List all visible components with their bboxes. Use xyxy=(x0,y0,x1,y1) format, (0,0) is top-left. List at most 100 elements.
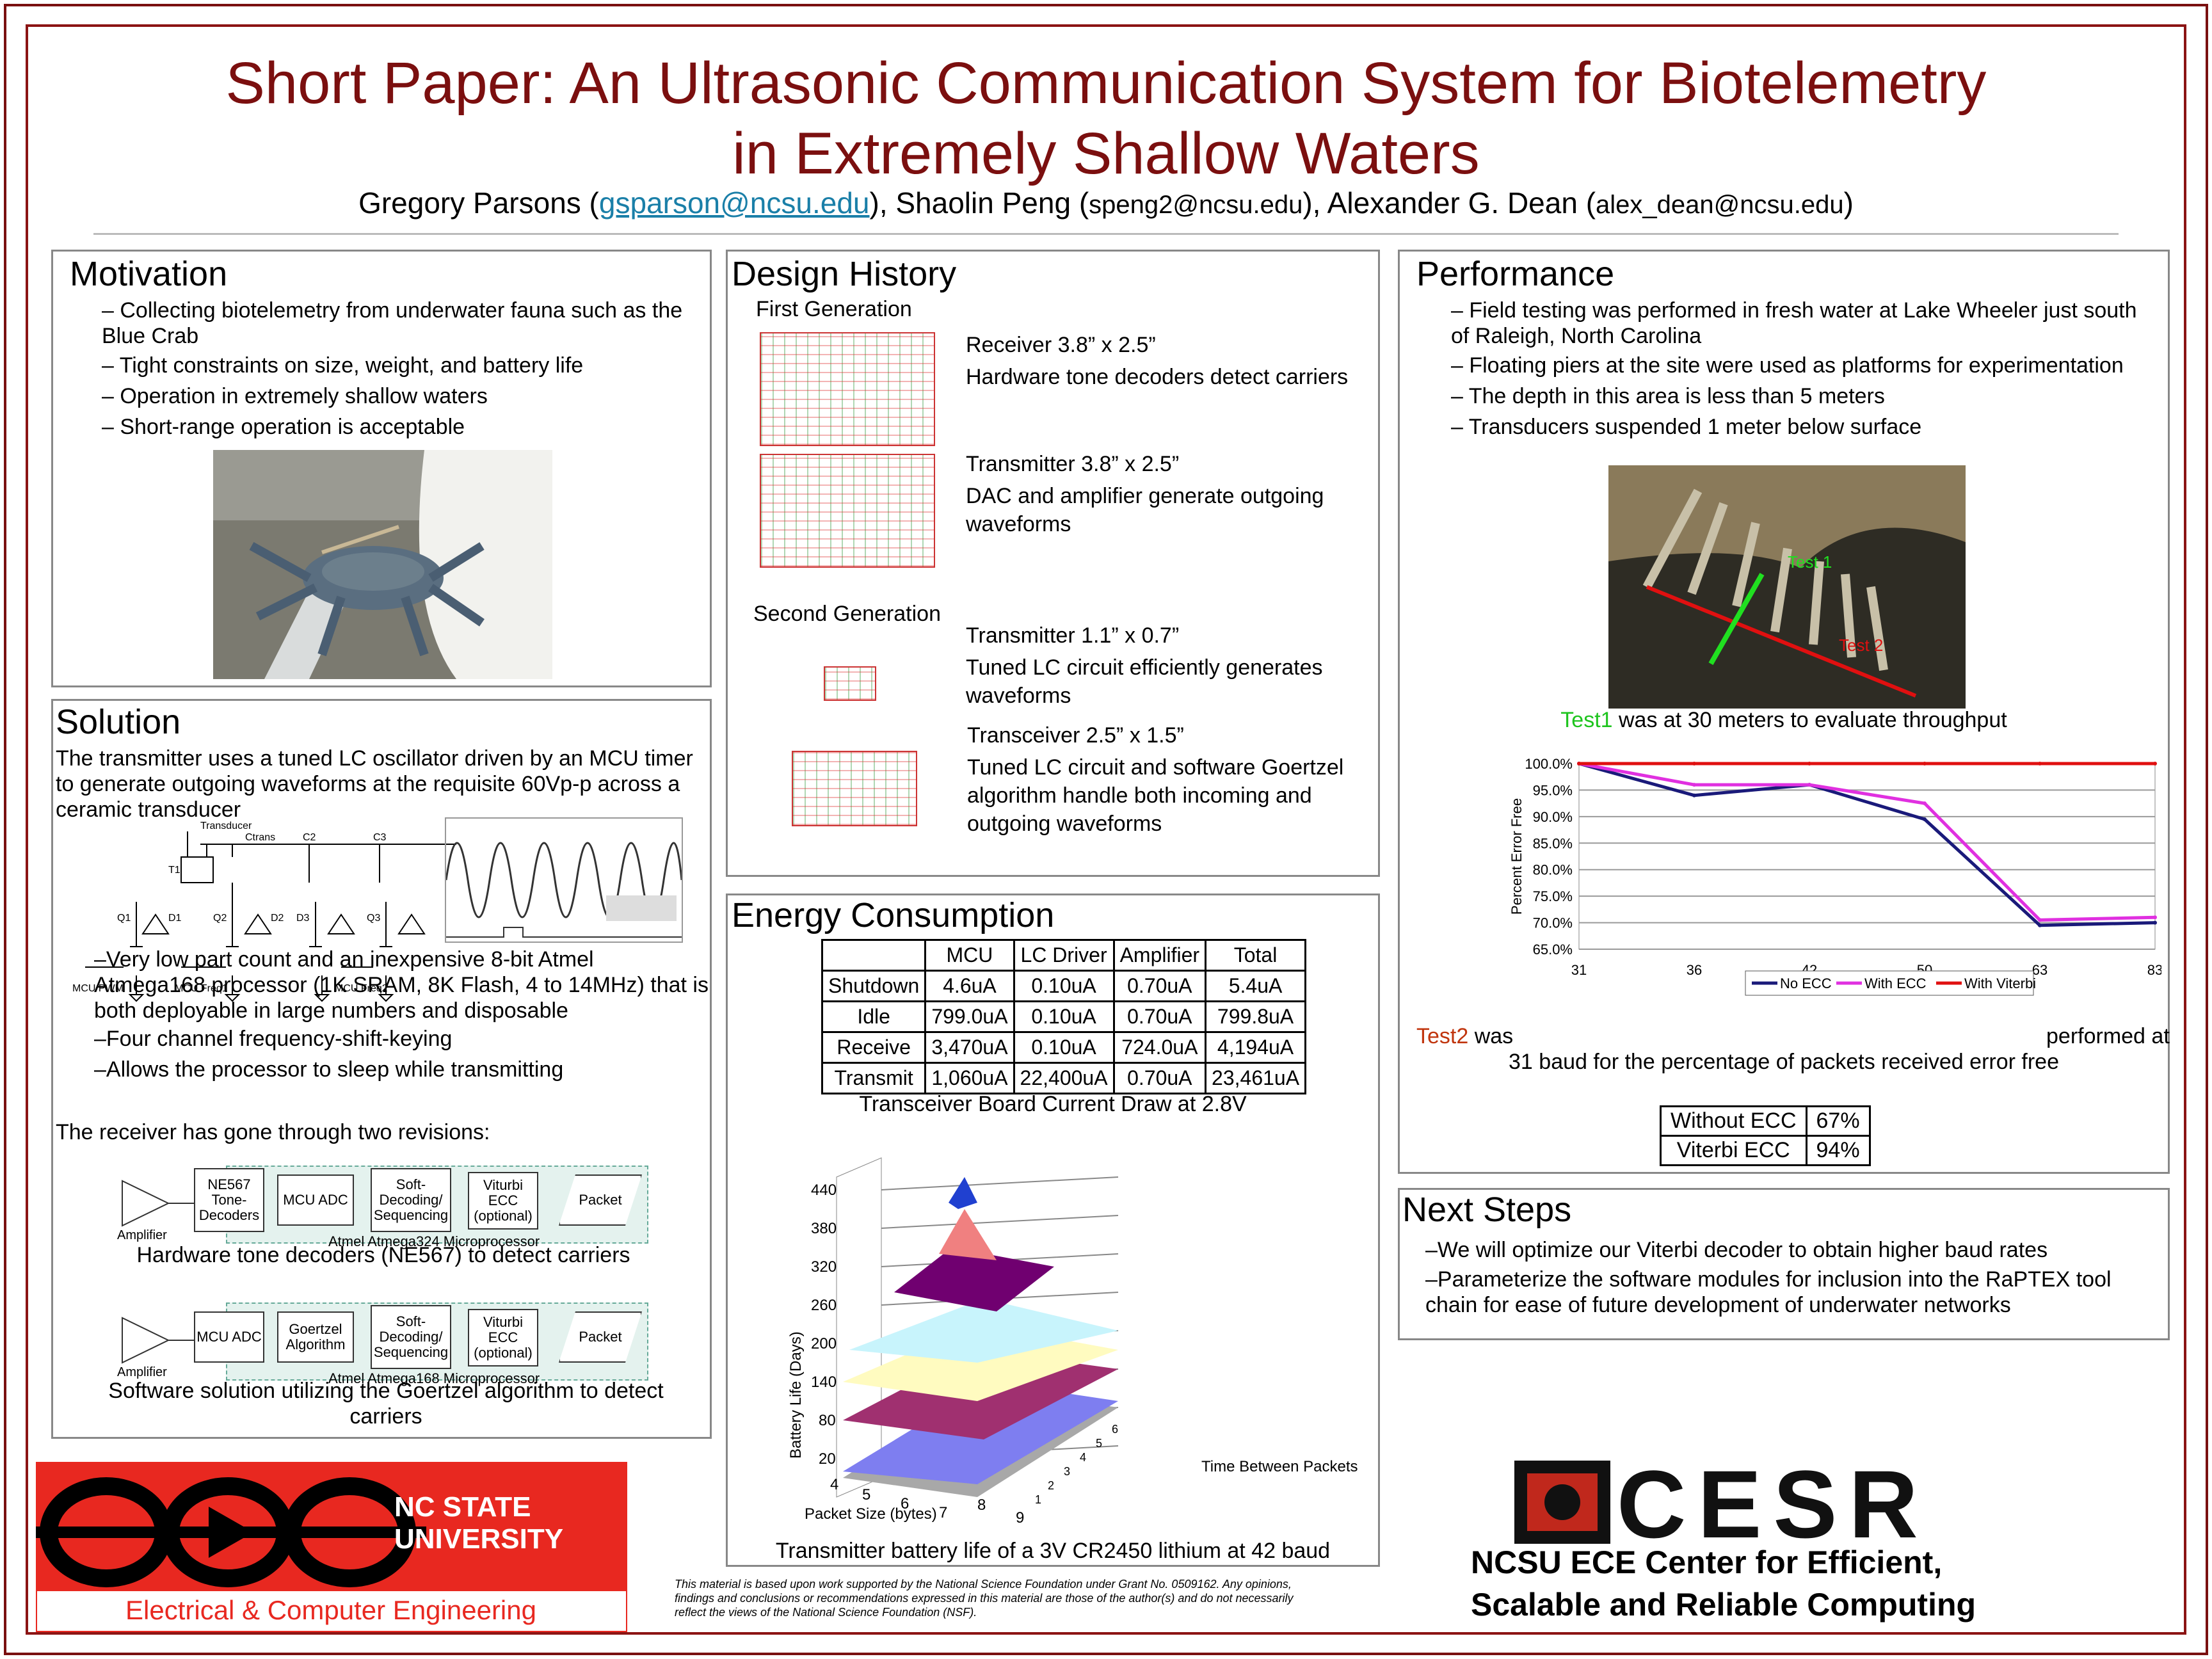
data-point xyxy=(1807,783,1811,787)
amplifier-label: Amplifier xyxy=(117,1365,167,1379)
test1-caption: Test1 was at 30 meters to evaluate throu… xyxy=(1560,708,2007,732)
svg-text:320: 320 xyxy=(811,1258,837,1276)
surface-zlabel: Time Between Packets (min) xyxy=(1201,1458,1361,1475)
performance-panel: Performance Field testing was performed … xyxy=(1398,250,2170,1174)
schematic-label: T1 xyxy=(168,865,180,876)
svg-text:200: 200 xyxy=(811,1335,837,1352)
svg-text:1: 1 xyxy=(1035,1493,1041,1506)
receiver-diagram-2: MCU ADC Goertzel Algorithm Soft-Decoding… xyxy=(117,1299,655,1388)
motivation-bullet: Tight constraints on size, weight, and b… xyxy=(102,353,697,378)
battery-life-surface-plot: 440 380 320 260 200 140 80 20 4 5 6 7 8 … xyxy=(785,1139,1397,1527)
schematic-label: D1 xyxy=(168,913,182,924)
receiver-intro: The receiver has gone through two revisi… xyxy=(56,1120,490,1144)
schematic-label: Transducer xyxy=(200,821,252,831)
y-tick-label: 85.0% xyxy=(1533,835,1573,851)
transmitter-title: Transmitter 3.8” x 2.5” xyxy=(966,452,1180,476)
performance-bullet: Field testing was performed in fresh wat… xyxy=(1451,298,2155,349)
y-tick-label: 100.0% xyxy=(1525,756,1573,772)
next-steps-panel: Next Steps –We will optimize our Viterbi… xyxy=(1398,1188,2170,1340)
data-point xyxy=(1923,801,1927,806)
energy-heading: Energy Consumption xyxy=(732,896,1055,934)
svg-text:8: 8 xyxy=(977,1496,986,1514)
transceiver-title: Transceiver 2.5” x 1.5” xyxy=(967,723,1184,748)
motivation-heading: Motivation xyxy=(70,255,228,293)
schematic-label: MCU Freq1 xyxy=(175,983,228,994)
cesr-center-name: NCSU ECE Center for Efficient, Scalable … xyxy=(1471,1544,1976,1623)
data-point xyxy=(1692,783,1696,787)
receiver-pcb-image xyxy=(760,332,935,446)
cesr-wordmark: CESR xyxy=(1617,1450,1930,1558)
performance-heading: Performance xyxy=(1416,255,1615,293)
ece-dept-name: Electrical & Computer Engineering xyxy=(125,1595,536,1625)
motivation-bullet: Short-range operation is acceptable xyxy=(102,414,697,440)
transceiver-desc: Tuned LC circuit and software Goertzel a… xyxy=(967,755,1344,836)
viterbi-block: Viturbi ECC (optional) xyxy=(468,1309,538,1366)
motivation-panel: Motivation Collecting biotelemetry from … xyxy=(51,250,712,687)
svg-text:2: 2 xyxy=(1048,1479,1054,1492)
receiver-diagram-1: NE567 Tone-Decoders MCU ADC Soft-Decodin… xyxy=(117,1162,655,1251)
surface-axis-ticks: 440 380 320 260 200 140 80 20 4 5 6 7 8 … xyxy=(811,1182,1118,1527)
schematic-label: D3 xyxy=(296,913,310,924)
data-point xyxy=(2038,923,2042,927)
legend-entry: With Viterbi xyxy=(1964,975,2036,991)
svg-text:6: 6 xyxy=(1112,1423,1118,1436)
cesr-logo: CESR xyxy=(1514,1450,1975,1558)
poster-frame xyxy=(4,4,2208,1655)
svg-text:140: 140 xyxy=(811,1374,837,1391)
performance-bullet: Floating piers at the site were used as … xyxy=(1451,353,2168,378)
design-history-panel: Design History First Generation Receiver… xyxy=(726,250,1380,877)
next-step-bullet: –Parameterize the software modules for i… xyxy=(1425,1267,2112,1317)
mcu-label: Atmel Atmega324 Microprocessor xyxy=(328,1233,540,1249)
solution-heading: Solution xyxy=(56,703,181,741)
y-axis-label: Percent Error Free xyxy=(1509,798,1525,915)
transmitter2-desc: Tuned LC circuit efficiently generates w… xyxy=(966,655,1323,708)
soft-decoding-block: Soft-Decoding/ Sequencing xyxy=(371,1305,451,1369)
email-link-1[interactable]: gsparson@ncsu.edu xyxy=(598,186,870,220)
next-steps-heading: Next Steps xyxy=(1402,1190,1572,1229)
data-point xyxy=(2038,762,2042,765)
schematic-label: D2 xyxy=(271,913,284,924)
y-tick-label: 95.0% xyxy=(1533,782,1573,798)
svg-text:380: 380 xyxy=(811,1220,837,1237)
schematic-label: C3 xyxy=(373,832,387,843)
data-point xyxy=(1692,793,1696,797)
legend-box xyxy=(1745,970,2034,996)
y-tick-label: 65.0% xyxy=(1533,942,1573,958)
viterbi-block: Viturbi ECC (optional) xyxy=(468,1172,538,1230)
svg-text:5: 5 xyxy=(862,1486,870,1503)
waveform-scope xyxy=(445,817,683,943)
surface-xlabel: Packet Size (bytes) xyxy=(805,1505,937,1523)
svg-text:4: 4 xyxy=(830,1476,838,1493)
motivation-bullet: Operation in extremely shallow waters xyxy=(102,383,697,409)
energy-panel: Energy Consumption MCU LC Driver Amplifi… xyxy=(726,894,1397,1567)
data-point xyxy=(2038,918,2042,922)
plot-area xyxy=(1578,763,2156,950)
small-transmitter-pcb-image xyxy=(824,666,876,701)
legend-entry: No ECC xyxy=(1780,975,1832,991)
next-step-bullet: –We will optimize our Viterbi decoder to… xyxy=(1425,1238,2048,1262)
y-tick-label: 90.0% xyxy=(1533,809,1573,825)
test2-caption-right: performed at xyxy=(2046,1024,2170,1048)
svg-text:7: 7 xyxy=(939,1504,947,1521)
data-point xyxy=(1923,762,1927,765)
transmitter-pcb-image xyxy=(760,454,935,568)
data-point xyxy=(1923,817,1927,821)
lake-aerial-map: Test 1 Test 2 xyxy=(1608,465,1966,709)
x-tick-label: 83 xyxy=(2147,962,2161,978)
design-heading: Design History xyxy=(732,255,957,293)
diagram-1-caption: Hardware tone decoders (NE567) to detect… xyxy=(136,1243,630,1267)
poster-inner-frame xyxy=(26,24,2186,1635)
second-gen-label: Second Generation xyxy=(753,602,941,626)
svg-text:6: 6 xyxy=(901,1495,909,1512)
mcu-label: Atmel Atmega168 Microprocessor xyxy=(328,1370,540,1386)
table-caption: Transceiver Board Current Draw at 2.8V xyxy=(859,1092,1247,1116)
authors: Gregory Parsons (gsparson@ncsu.edu), Sha… xyxy=(358,186,1854,220)
soft-decoding-block: Soft-Decoding/ Sequencing xyxy=(371,1168,451,1232)
series-line-with-ecc xyxy=(1578,762,2156,922)
